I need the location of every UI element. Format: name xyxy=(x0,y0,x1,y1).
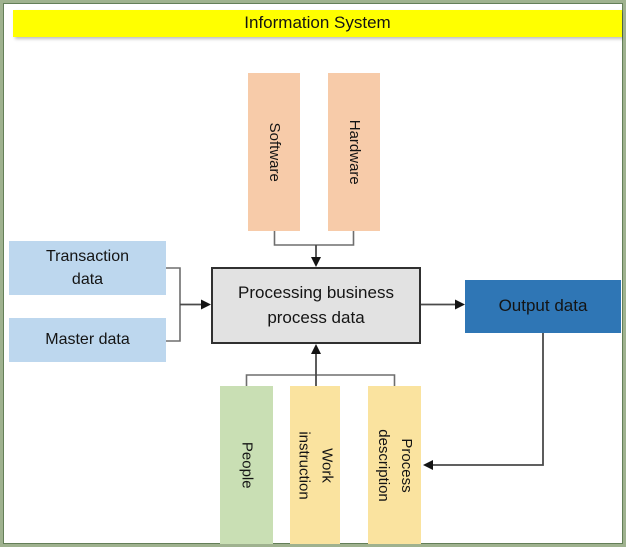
left-bracket-line xyxy=(166,267,181,342)
top-arrowhead-icon xyxy=(311,257,321,267)
output-data-label: Output data xyxy=(498,296,588,316)
software-box: Software xyxy=(248,73,300,231)
bottom-bracket-line xyxy=(245,374,396,386)
diagram-title-label: Information System xyxy=(244,13,391,33)
hardware-label: Hardware xyxy=(346,119,364,185)
left-arrowhead-icon xyxy=(201,299,211,310)
people-box: People xyxy=(220,386,273,544)
master-data-label: Master data xyxy=(45,331,130,349)
work-instruction-label: Work instruction xyxy=(296,431,336,500)
process-description-box: Process description xyxy=(368,386,421,544)
process-description-label: Process description xyxy=(375,429,416,502)
master-data-box: Master data xyxy=(9,318,166,362)
work-instruction-box: Work instruction xyxy=(290,386,340,544)
right-arrowhead-icon xyxy=(455,299,465,310)
top-bracket-line xyxy=(273,231,355,246)
bottom-arrowhead-icon xyxy=(311,344,321,354)
processing-box: Processing business process data xyxy=(211,267,421,344)
transaction-data-label: Transaction data xyxy=(46,247,129,288)
output-data-box: Output data xyxy=(465,280,621,333)
transaction-data-box: Transaction data xyxy=(9,241,166,295)
software-label: Software xyxy=(266,122,284,182)
processing-label: Processing business process data xyxy=(238,282,394,327)
diagram-title: Information System xyxy=(13,10,622,37)
feedback-arrowhead-icon xyxy=(423,460,433,470)
output-feedback-line xyxy=(433,333,544,466)
hardware-box: Hardware xyxy=(328,73,380,231)
people-label: People xyxy=(238,442,256,489)
